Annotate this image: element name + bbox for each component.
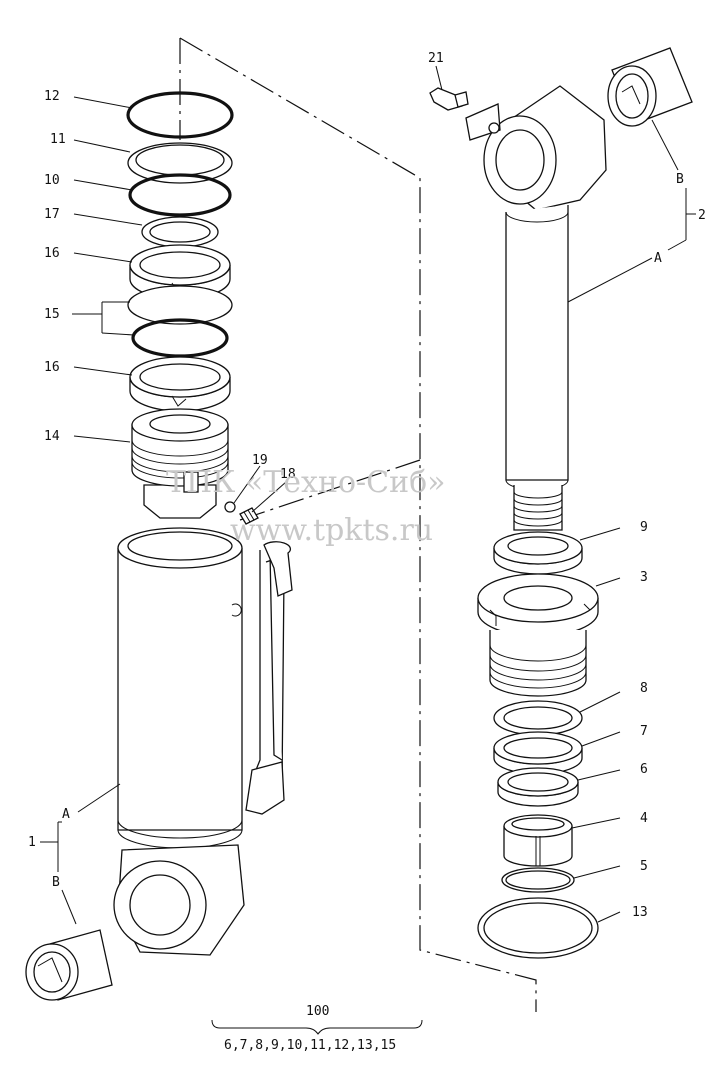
- kit-contents: 6,7,8,9,10,11,12,13,15: [224, 1038, 396, 1053]
- callout-1: 1: [28, 835, 36, 850]
- kit-number: 100: [306, 1004, 329, 1019]
- grease-fitting-21: [429, 87, 469, 111]
- set-screw-18: [239, 507, 259, 525]
- o-ring-15-a: [127, 285, 233, 325]
- snap-ring-5: [501, 867, 575, 893]
- callout-9: 9: [640, 520, 648, 535]
- callout-16-lower: 16: [44, 360, 60, 375]
- callout-3: 3: [640, 570, 648, 585]
- watermark-company: ТПК «Техно-Сиб»: [166, 465, 446, 500]
- callout-labels: 12 11 10 17 16 15 16 14 19 18 21 B 2 A 9…: [28, 51, 706, 920]
- bushing-4: [503, 814, 573, 867]
- o-ring-15-b: [131, 318, 229, 358]
- callout-11: 11: [50, 132, 66, 147]
- wear-ring-16-lower: [129, 356, 231, 412]
- callout-10: 10: [44, 173, 60, 188]
- assembly-center-line: [179, 37, 537, 1012]
- bushing-1b: [25, 929, 113, 1001]
- plug-19: [224, 501, 236, 513]
- seal-kit-label: 100 6,7,8,9,10,11,12,13,15: [224, 1004, 396, 1053]
- callout-6: 6: [640, 762, 648, 777]
- callout-21: 21: [428, 51, 444, 66]
- rod-cover-3: [477, 573, 599, 697]
- callout-17: 17: [44, 207, 60, 222]
- cylinder-tube-1: [113, 527, 293, 956]
- seal-6: [497, 767, 579, 807]
- backup-ring-11: [127, 142, 233, 184]
- o-ring-12: [126, 91, 234, 139]
- piston-rod-2: [465, 85, 607, 531]
- callout-14: 14: [44, 429, 60, 444]
- ring-9: [493, 531, 583, 575]
- o-ring-13: [477, 897, 599, 959]
- seal-7: [493, 731, 583, 775]
- callout-13: 13: [632, 905, 648, 920]
- watermark-url: www.tpkts.ru: [230, 513, 433, 548]
- callout-18: 18: [280, 467, 296, 482]
- callout-5: 5: [640, 859, 648, 874]
- callout-8: 8: [640, 681, 648, 696]
- bushing-2b: [607, 47, 693, 127]
- callout-12: 12: [44, 89, 60, 104]
- leader-lines: [40, 65, 696, 1035]
- o-ring-10: [128, 173, 232, 217]
- callout-4: 4: [640, 811, 648, 826]
- piston-14: [131, 408, 229, 519]
- callout-19: 19: [252, 453, 268, 468]
- callout-7: 7: [640, 724, 648, 739]
- callout-1-a: A: [62, 807, 70, 822]
- callout-15: 15: [44, 307, 60, 322]
- callout-1-b: B: [52, 875, 60, 890]
- callout-2: 2: [698, 208, 706, 223]
- callout-2-a: A: [654, 251, 662, 266]
- callout-16-upper: 16: [44, 246, 60, 261]
- ring-17: [141, 216, 219, 248]
- callout-2-b: B: [676, 172, 684, 187]
- watermark: ТПК «Техно-Сиб» www.tpkts.ru: [166, 465, 446, 548]
